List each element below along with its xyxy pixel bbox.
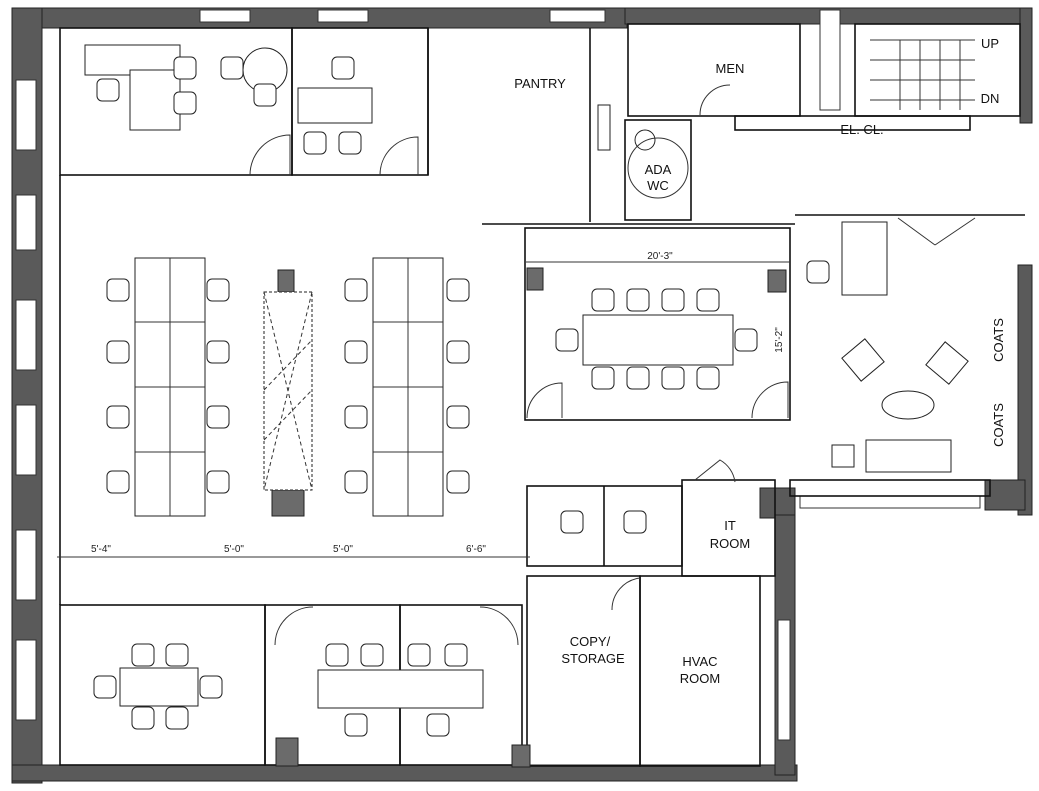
chair xyxy=(426,713,450,737)
label-ada-wc-1: ADA xyxy=(645,162,672,177)
chair xyxy=(734,328,758,352)
chair xyxy=(220,56,244,80)
chair xyxy=(303,131,327,155)
label-it-room-1: IT xyxy=(724,518,736,533)
chair xyxy=(131,643,155,667)
dim-aisle-2: 5'-0" xyxy=(224,544,244,555)
label-it-room-2: ROOM xyxy=(710,536,750,551)
chair xyxy=(661,366,685,390)
chair xyxy=(106,278,130,302)
chair xyxy=(661,288,685,312)
label-stair-up: UP xyxy=(981,36,999,51)
chair xyxy=(96,78,120,102)
chair xyxy=(555,328,579,352)
chair xyxy=(106,405,130,429)
chair xyxy=(407,643,431,667)
doors xyxy=(249,84,976,646)
chair xyxy=(206,405,230,429)
dim-aisle-3: 5'-0" xyxy=(333,544,353,555)
chair xyxy=(344,340,368,364)
dim-aisle-1: 5'-4" xyxy=(91,544,111,555)
chair xyxy=(446,405,470,429)
chair xyxy=(165,643,189,667)
label-stair-down: DN xyxy=(981,91,1000,106)
label-coats-lower: COATS xyxy=(991,403,1006,447)
label-hvac-2: ROOM xyxy=(680,671,720,686)
chair xyxy=(338,131,362,155)
chair xyxy=(325,643,349,667)
chair xyxy=(106,470,130,494)
chair xyxy=(344,470,368,494)
chair xyxy=(696,366,720,390)
label-men: MEN xyxy=(716,61,745,76)
label-copy-2: STORAGE xyxy=(561,651,625,666)
chair xyxy=(106,340,130,364)
chair xyxy=(446,470,470,494)
label-coats-upper: COATS xyxy=(991,318,1006,362)
chair xyxy=(331,56,355,80)
chairs xyxy=(93,56,830,737)
chair xyxy=(344,713,368,737)
label-ada-wc-2: WC xyxy=(647,178,669,193)
chair xyxy=(444,643,468,667)
chair xyxy=(173,56,197,80)
chair xyxy=(199,675,223,699)
dim-aisle-4: 6'-6" xyxy=(466,544,486,555)
chair xyxy=(165,706,189,730)
chair xyxy=(626,288,650,312)
label-elec-closet: EL. CL. xyxy=(840,122,883,137)
chair xyxy=(591,366,615,390)
chair xyxy=(131,706,155,730)
chair xyxy=(806,260,830,284)
chair xyxy=(344,405,368,429)
chair xyxy=(206,340,230,364)
stair xyxy=(870,39,975,110)
chair xyxy=(560,510,584,534)
chair xyxy=(591,288,615,312)
label-pantry: PANTRY xyxy=(514,76,566,91)
dim-conference-width: 20'-3" xyxy=(647,251,673,262)
chair xyxy=(626,366,650,390)
furniture xyxy=(84,44,969,709)
chair xyxy=(344,278,368,302)
chair xyxy=(446,340,470,364)
interior-walls xyxy=(59,23,1025,768)
label-hvac-1: HVAC xyxy=(682,654,717,669)
chair xyxy=(206,470,230,494)
chair xyxy=(696,288,720,312)
chair xyxy=(93,675,117,699)
label-copy-1: COPY/ xyxy=(570,634,611,649)
chair xyxy=(173,91,197,115)
windows xyxy=(15,9,981,741)
dimension-lines: 20'-3" 15'-2" 5'-4" 5'-0" 5'-0" 6'-6" xyxy=(57,251,790,558)
chair xyxy=(360,643,384,667)
chair xyxy=(623,510,647,534)
room-labels: PANTRY MEN UP DN EL. CL. ADA WC COATS CO… xyxy=(514,36,1006,686)
chair xyxy=(446,278,470,302)
chair xyxy=(206,278,230,302)
chair xyxy=(253,83,277,107)
dim-conference-depth: 15'-2" xyxy=(774,327,785,353)
